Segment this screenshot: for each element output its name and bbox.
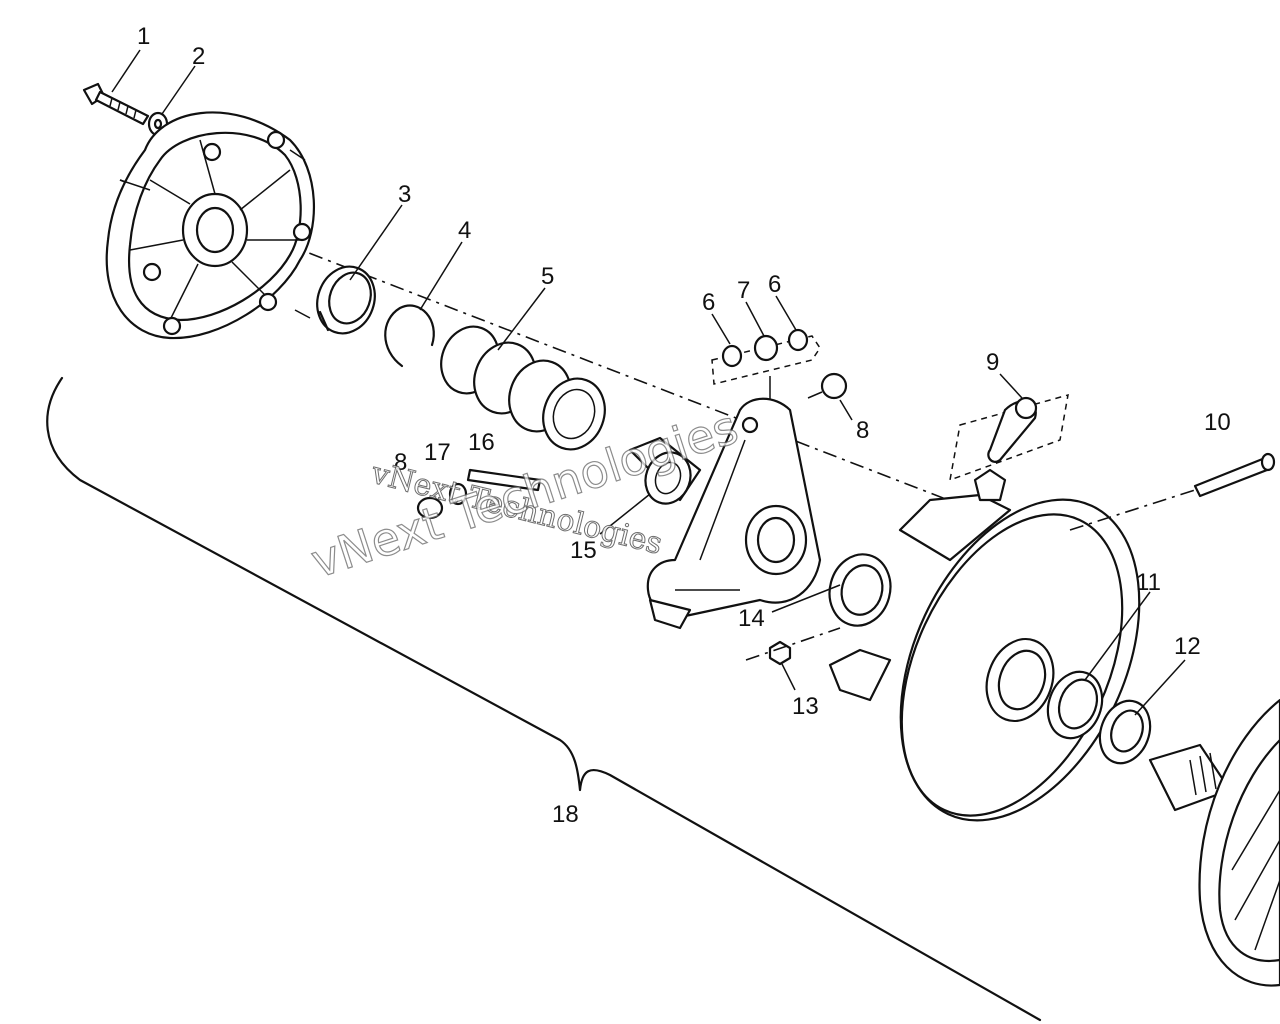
callout-16: 16 [468, 429, 495, 456]
spider-arm [646, 397, 822, 630]
part-14-washer [828, 553, 892, 627]
callout-6-right: 6 [768, 271, 781, 298]
callout-6-left: 6 [702, 289, 715, 316]
callout-15: 15 [570, 537, 597, 564]
part-1-bolt [82, 82, 150, 126]
part-3-bushing [316, 265, 376, 335]
callout-9: 9 [986, 349, 999, 376]
callout-13: 13 [792, 693, 819, 720]
callout-7: 7 [737, 277, 750, 304]
part-8-button-upper [807, 372, 848, 400]
part-5-spring [440, 325, 606, 451]
callout-8-lower: 8 [394, 449, 407, 476]
callout-17: 17 [424, 439, 451, 466]
callout-1: 1 [137, 23, 150, 50]
part-16-pin [466, 468, 542, 492]
callout-5: 5 [541, 263, 554, 290]
assembly-brace [46, 376, 1042, 1022]
part-10-pin [1069, 452, 1276, 531]
callout-8-upper: 8 [856, 417, 869, 444]
callout-3: 3 [398, 181, 411, 208]
part-13-nut [745, 627, 841, 666]
part-8-button-lower [416, 496, 444, 520]
fixed-sheave-shaft [1148, 698, 1280, 987]
callout-10: 10 [1204, 409, 1231, 436]
driven-cover-plate [105, 111, 315, 340]
leader-lines [111, 49, 1186, 716]
part-9-clip [949, 393, 1069, 482]
callout-4: 4 [458, 217, 471, 244]
driven-sheave [828, 468, 1141, 822]
part-6-7-washers [711, 328, 821, 400]
part-4-snap-ring [384, 304, 435, 368]
part-11-bushing [1046, 670, 1104, 740]
callout-14: 14 [738, 605, 765, 632]
callout-11: 11 [1136, 569, 1161, 596]
part-17-roller [448, 482, 468, 506]
callout-12: 12 [1174, 633, 1201, 660]
callout-18: 18 [552, 801, 579, 828]
callout-2: 2 [192, 43, 205, 70]
part-15-sleeve [628, 436, 702, 505]
part-12-washer [1098, 699, 1152, 765]
